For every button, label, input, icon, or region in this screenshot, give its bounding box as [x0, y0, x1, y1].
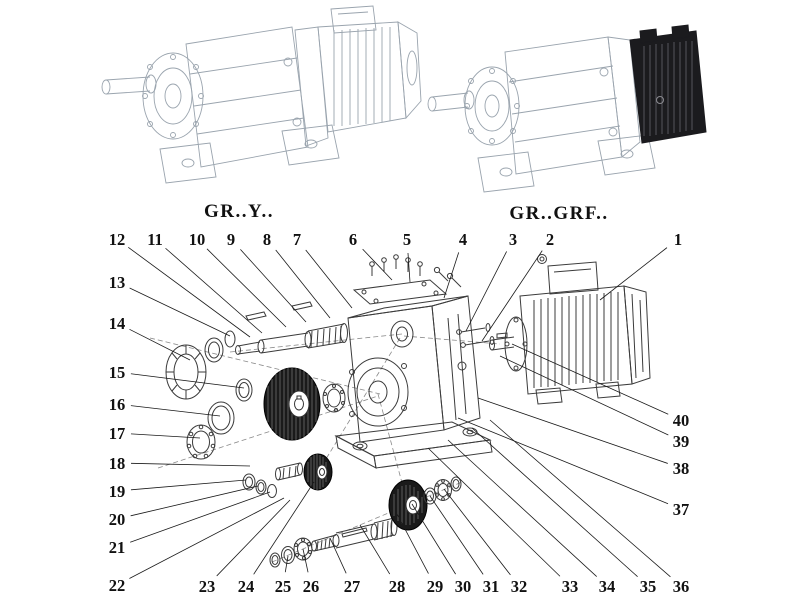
- callout-number-25: 25: [275, 577, 292, 596]
- callout-number-11: 11: [147, 230, 163, 249]
- leader-line-28: [359, 524, 391, 575]
- leader-line-9: [240, 249, 307, 323]
- callout-number-5: 5: [403, 230, 411, 249]
- leader-line-33: [427, 447, 561, 577]
- callout-number-22: 22: [109, 576, 126, 595]
- leader-line-1: [599, 247, 668, 301]
- housing-cover-art: [352, 254, 462, 305]
- leader-line-30: [411, 503, 456, 575]
- callout-number-21: 21: [109, 538, 126, 557]
- callout-number-30: 30: [455, 577, 472, 596]
- leader-line-32: [443, 488, 511, 576]
- callout-number-31: 31: [483, 577, 500, 596]
- callout-number-26: 26: [303, 577, 320, 596]
- leader-line-12: [128, 246, 251, 338]
- callout-number-12: 12: [109, 230, 126, 249]
- assembled-view-gr-grf-art: [427, 36, 656, 193]
- leader-line-24: [253, 481, 315, 575]
- leader-line-18: [130, 462, 251, 467]
- callout-number-17: 17: [109, 424, 126, 443]
- callout-number-34: 34: [599, 577, 616, 596]
- leader-line-13: [129, 287, 231, 337]
- compact-drive-cover-art: [629, 24, 707, 144]
- leader-line-23: [216, 499, 291, 577]
- leader-line-5: [407, 252, 411, 283]
- callout-number-29: 29: [427, 577, 444, 596]
- callout-number-15: 15: [109, 363, 126, 382]
- leader-line-25: [284, 555, 289, 573]
- leader-line-2: [481, 250, 543, 342]
- callout-number-19: 19: [109, 482, 126, 501]
- leader-line-39: [499, 355, 669, 436]
- leader-line-36: [489, 419, 671, 578]
- callout-number-33: 33: [562, 577, 579, 596]
- callout-number-16: 16: [109, 395, 126, 414]
- callout-number-18: 18: [109, 454, 126, 473]
- callout-number-9: 9: [227, 230, 235, 249]
- leader-line-7: [305, 249, 353, 309]
- leader-line-8: [275, 249, 331, 319]
- callout-number-8: 8: [263, 230, 271, 249]
- intermediate-pinion-art: [242, 453, 333, 498]
- leader-line-35: [471, 427, 638, 577]
- leader-line-19: [130, 479, 247, 491]
- callout-number-32: 32: [511, 577, 528, 596]
- leader-line-6: [362, 248, 393, 281]
- variant-label-gr-y: GR..Y..: [204, 201, 274, 222]
- callout-number-28: 28: [389, 577, 406, 596]
- callout-number-39: 39: [673, 432, 690, 451]
- output-shaft-assembly-art: [269, 476, 462, 568]
- leader-line-40: [511, 343, 669, 415]
- leader-line-14: [129, 328, 191, 361]
- leader-line-38: [477, 397, 668, 464]
- callout-number-37: 37: [673, 500, 690, 519]
- axis-dashed-lines: [149, 333, 501, 563]
- callout-number-40: 40: [673, 411, 690, 430]
- callout-number-6: 6: [349, 230, 357, 249]
- leader-line-3: [465, 251, 507, 332]
- leader-line-10: [206, 248, 287, 328]
- leader-line-37: [457, 417, 669, 505]
- callout-number-23: 23: [199, 577, 216, 596]
- leader-line-16: [130, 405, 221, 417]
- leader-line-26: [302, 548, 309, 573]
- mounting-base-art: [334, 421, 493, 469]
- callout-number-27: 27: [344, 577, 361, 596]
- callout-number-2: 2: [546, 230, 554, 249]
- leader-line-11: [165, 247, 263, 334]
- callout-number-38: 38: [673, 459, 690, 478]
- leader-line-22: [129, 497, 285, 579]
- callout-number-10: 10: [189, 230, 206, 249]
- leader-line-21: [130, 491, 271, 543]
- callout-number-36: 36: [673, 577, 690, 596]
- callout-number-35: 35: [640, 577, 657, 596]
- leader-line-15: [130, 373, 245, 389]
- callout-number-7: 7: [293, 230, 301, 249]
- leader-line-29: [395, 511, 429, 574]
- leader-line-34: [447, 439, 597, 577]
- callout-number-14: 14: [109, 314, 126, 333]
- assembled-view-gr-y-art: [101, 5, 422, 184]
- gear-housing-art: [347, 295, 481, 443]
- leader-line-31: [429, 495, 484, 575]
- motor-studs-art: [456, 323, 495, 348]
- leader-line-4: [443, 252, 460, 299]
- left-rings-bearings-art: [165, 337, 253, 460]
- exploded-view-art: [149, 254, 651, 568]
- callout-number-3: 3: [509, 230, 517, 249]
- leader-line-17: [130, 433, 201, 439]
- callout-number-20: 20: [109, 510, 126, 529]
- input-shaft-art: [224, 301, 348, 355]
- motor-art: [489, 254, 651, 405]
- large-helical-gear-art: [263, 367, 346, 441]
- leader-line-27: [329, 537, 347, 574]
- callout-number-24: 24: [238, 577, 255, 596]
- callout-number-1: 1: [674, 230, 682, 249]
- leader-line-20: [130, 485, 259, 517]
- variant-label-gr-grf: GR..GRF..: [509, 203, 609, 224]
- callout-number-13: 13: [109, 273, 126, 292]
- callout-number-4: 4: [459, 230, 467, 249]
